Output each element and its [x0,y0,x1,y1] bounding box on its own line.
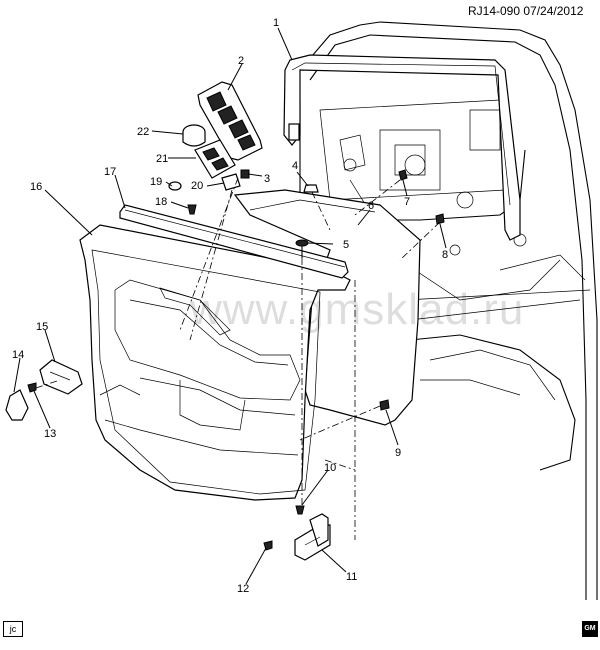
part-14-handle-cap [5,389,29,421]
part-21-switch-module [194,139,236,179]
part-8-clip [435,213,445,225]
part-22-knob [182,124,206,147]
part-15-inside-handle [39,359,83,395]
callout-10: 10 [324,462,336,474]
callout-19: 19 [150,176,162,188]
callout-8: 8 [442,249,448,261]
part-1-window-frame-trim [283,54,521,241]
part-20-connector [221,173,241,191]
callout-18: 18 [155,196,167,208]
part-4-nut [303,184,319,193]
callout-9: 9 [395,447,401,459]
gm-logo: GM [582,621,598,637]
part-18-screw [187,204,197,215]
part-11-bracket [294,513,331,561]
part-2-window-switch-bezel [197,81,263,161]
callout-12: 12 [237,583,249,595]
part-3-clip [240,169,250,179]
callout-17: 17 [104,166,116,178]
part-13-screw [27,382,37,393]
part-19-retainer [168,181,182,191]
part-16-door-trim-panel [79,224,351,501]
part-17-belt-strip [119,204,349,279]
callout-16: 16 [30,181,42,193]
callout-3: 3 [264,173,270,185]
callout-14: 14 [12,349,24,361]
part-12-screw [263,540,273,551]
callout-15: 15 [36,321,48,333]
part-9-clip [379,399,390,411]
callout-20: 20 [191,180,203,192]
callout-5: 5 [343,239,349,251]
callout-7: 7 [404,196,410,208]
callout-21: 21 [156,153,168,165]
alignment-lines [35,177,441,540]
callout-13: 13 [44,428,56,440]
callout-2: 2 [238,55,244,67]
callout-4: 4 [292,160,298,172]
callout-labels: 1 2 3 4 5 6 7 8 9 10 11 12 13 14 15 16 1… [12,17,448,595]
callout-11: 11 [346,571,357,583]
callout-6: 6 [368,200,374,212]
diagram-reference: RJ14-090 07/24/2012 [468,4,584,18]
author-code: jc [3,621,23,637]
callout-22: 22 [137,126,149,138]
leader-lines [13,27,447,585]
callout-1: 1 [273,17,279,29]
part-10-screw [295,505,305,515]
part-7-clip [398,169,408,181]
